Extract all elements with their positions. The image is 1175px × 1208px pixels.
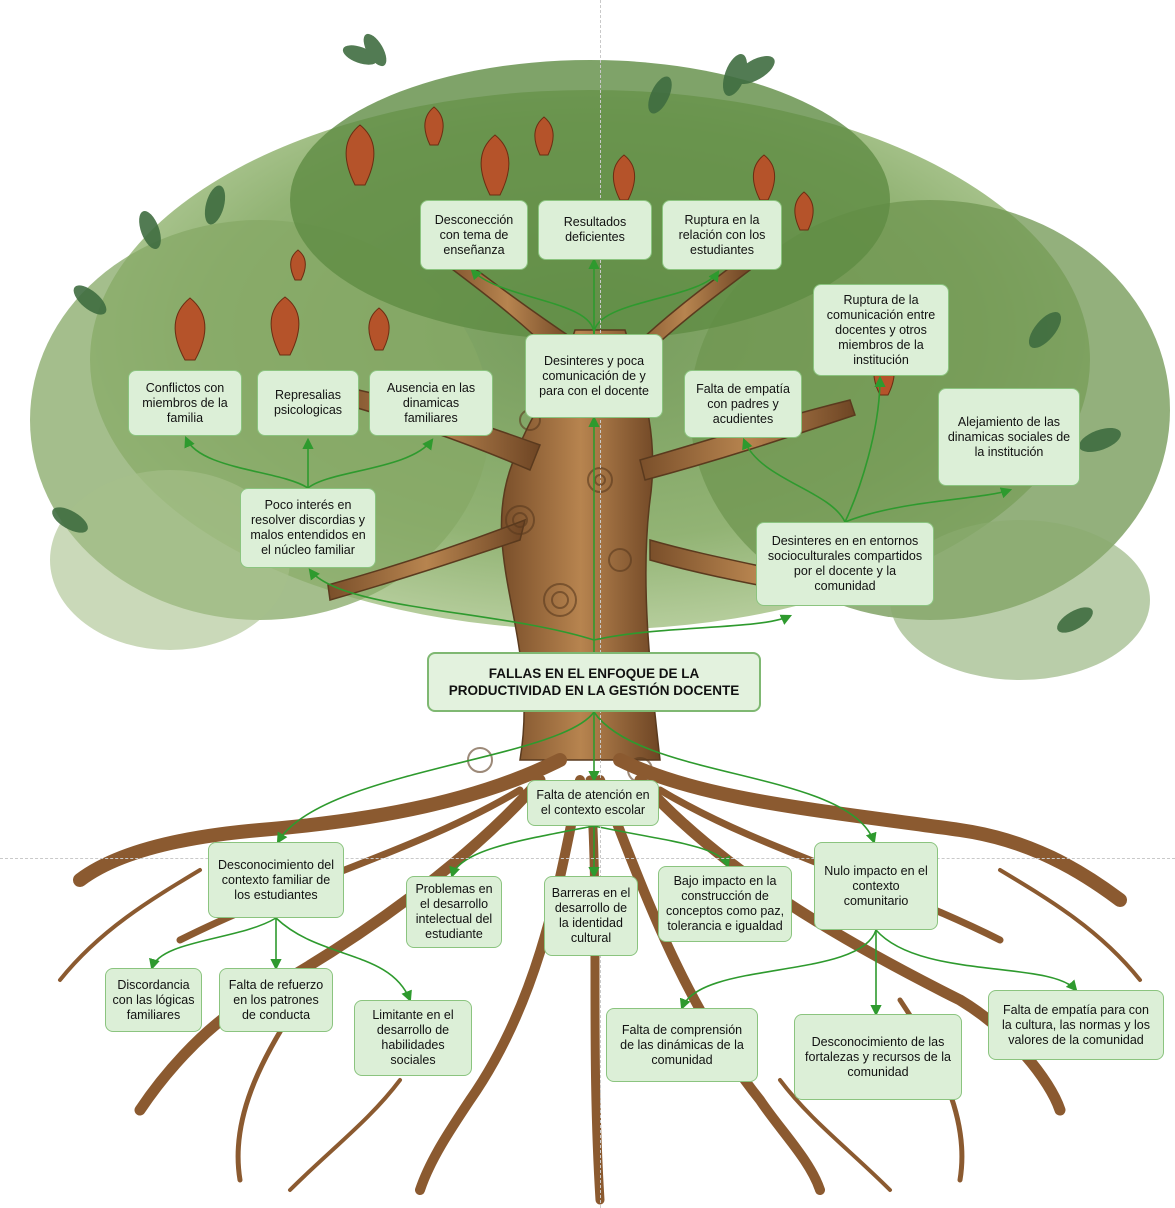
upper-center-child-2[interactable]: Resultados deficientes [538,200,652,260]
upper-left-child-1[interactable]: Conflictos con miembros de la familia [128,370,242,436]
upper-right-child-1[interactable]: Falta de empatía con padres y acudientes [684,370,802,438]
upper-center-child-3[interactable]: Ruptura en la relación con los estudiant… [662,200,782,270]
lower-left-child-2[interactable]: Falta de refuerzo en los patrones de con… [219,968,333,1032]
lower-right-hub[interactable]: Nulo impacto en el contexto comunitario [814,842,938,930]
upper-right-child-2[interactable]: Ruptura de la comunicación entre docente… [813,284,949,376]
upper-center-hub[interactable]: Desinteres y poca comunicación de y para… [525,334,663,418]
lower-right-child-1[interactable]: Falta de comprensión de las dinámicas de… [606,1008,758,1082]
lower-center-hub[interactable]: Falta de atención en el contexto escolar [527,780,659,826]
leaves [52,33,1121,633]
upper-left-child-2[interactable]: Represalias psicologicas [257,370,359,436]
lower-center-child-2[interactable]: Barreras en el desarrollo de la identida… [544,876,638,956]
horizontal-guide-line [0,858,1175,859]
lower-left-hub[interactable]: Desconocimiento del contexto familiar de… [208,842,344,918]
root-node[interactable]: FALLAS EN EL ENFOQUE DE LA PRODUCTIVIDAD… [427,652,761,712]
lower-left-child-3[interactable]: Limitante en el desarrollo de habilidade… [354,1000,472,1076]
connectors [149,257,1078,1017]
upper-right-hub[interactable]: Desinteres en en entornos socioculturale… [756,522,934,606]
lower-left-child-1[interactable]: Discordancia con las lógicas familiares [105,968,202,1032]
upper-left-hub[interactable]: Poco interés en resolver discordias y ma… [240,488,376,568]
lower-center-child-3[interactable]: Bajo impacto en la construcción de conce… [658,866,792,942]
lower-center-child-1[interactable]: Problemas en el desarrollo intelectual d… [406,876,502,948]
upper-right-child-3[interactable]: Alejamiento de las dinamicas sociales de… [938,388,1080,486]
upper-center-child-1[interactable]: Desconección con tema de enseñanza [420,200,528,270]
vertical-guide-line [600,0,601,1208]
upper-left-child-3[interactable]: Ausencia en las dinamicas familiares [369,370,493,436]
lower-right-child-2[interactable]: Desconocimiento de las fortalezas y recu… [794,1014,962,1100]
lower-right-child-3[interactable]: Falta de empatía para con la cultura, la… [988,990,1164,1060]
